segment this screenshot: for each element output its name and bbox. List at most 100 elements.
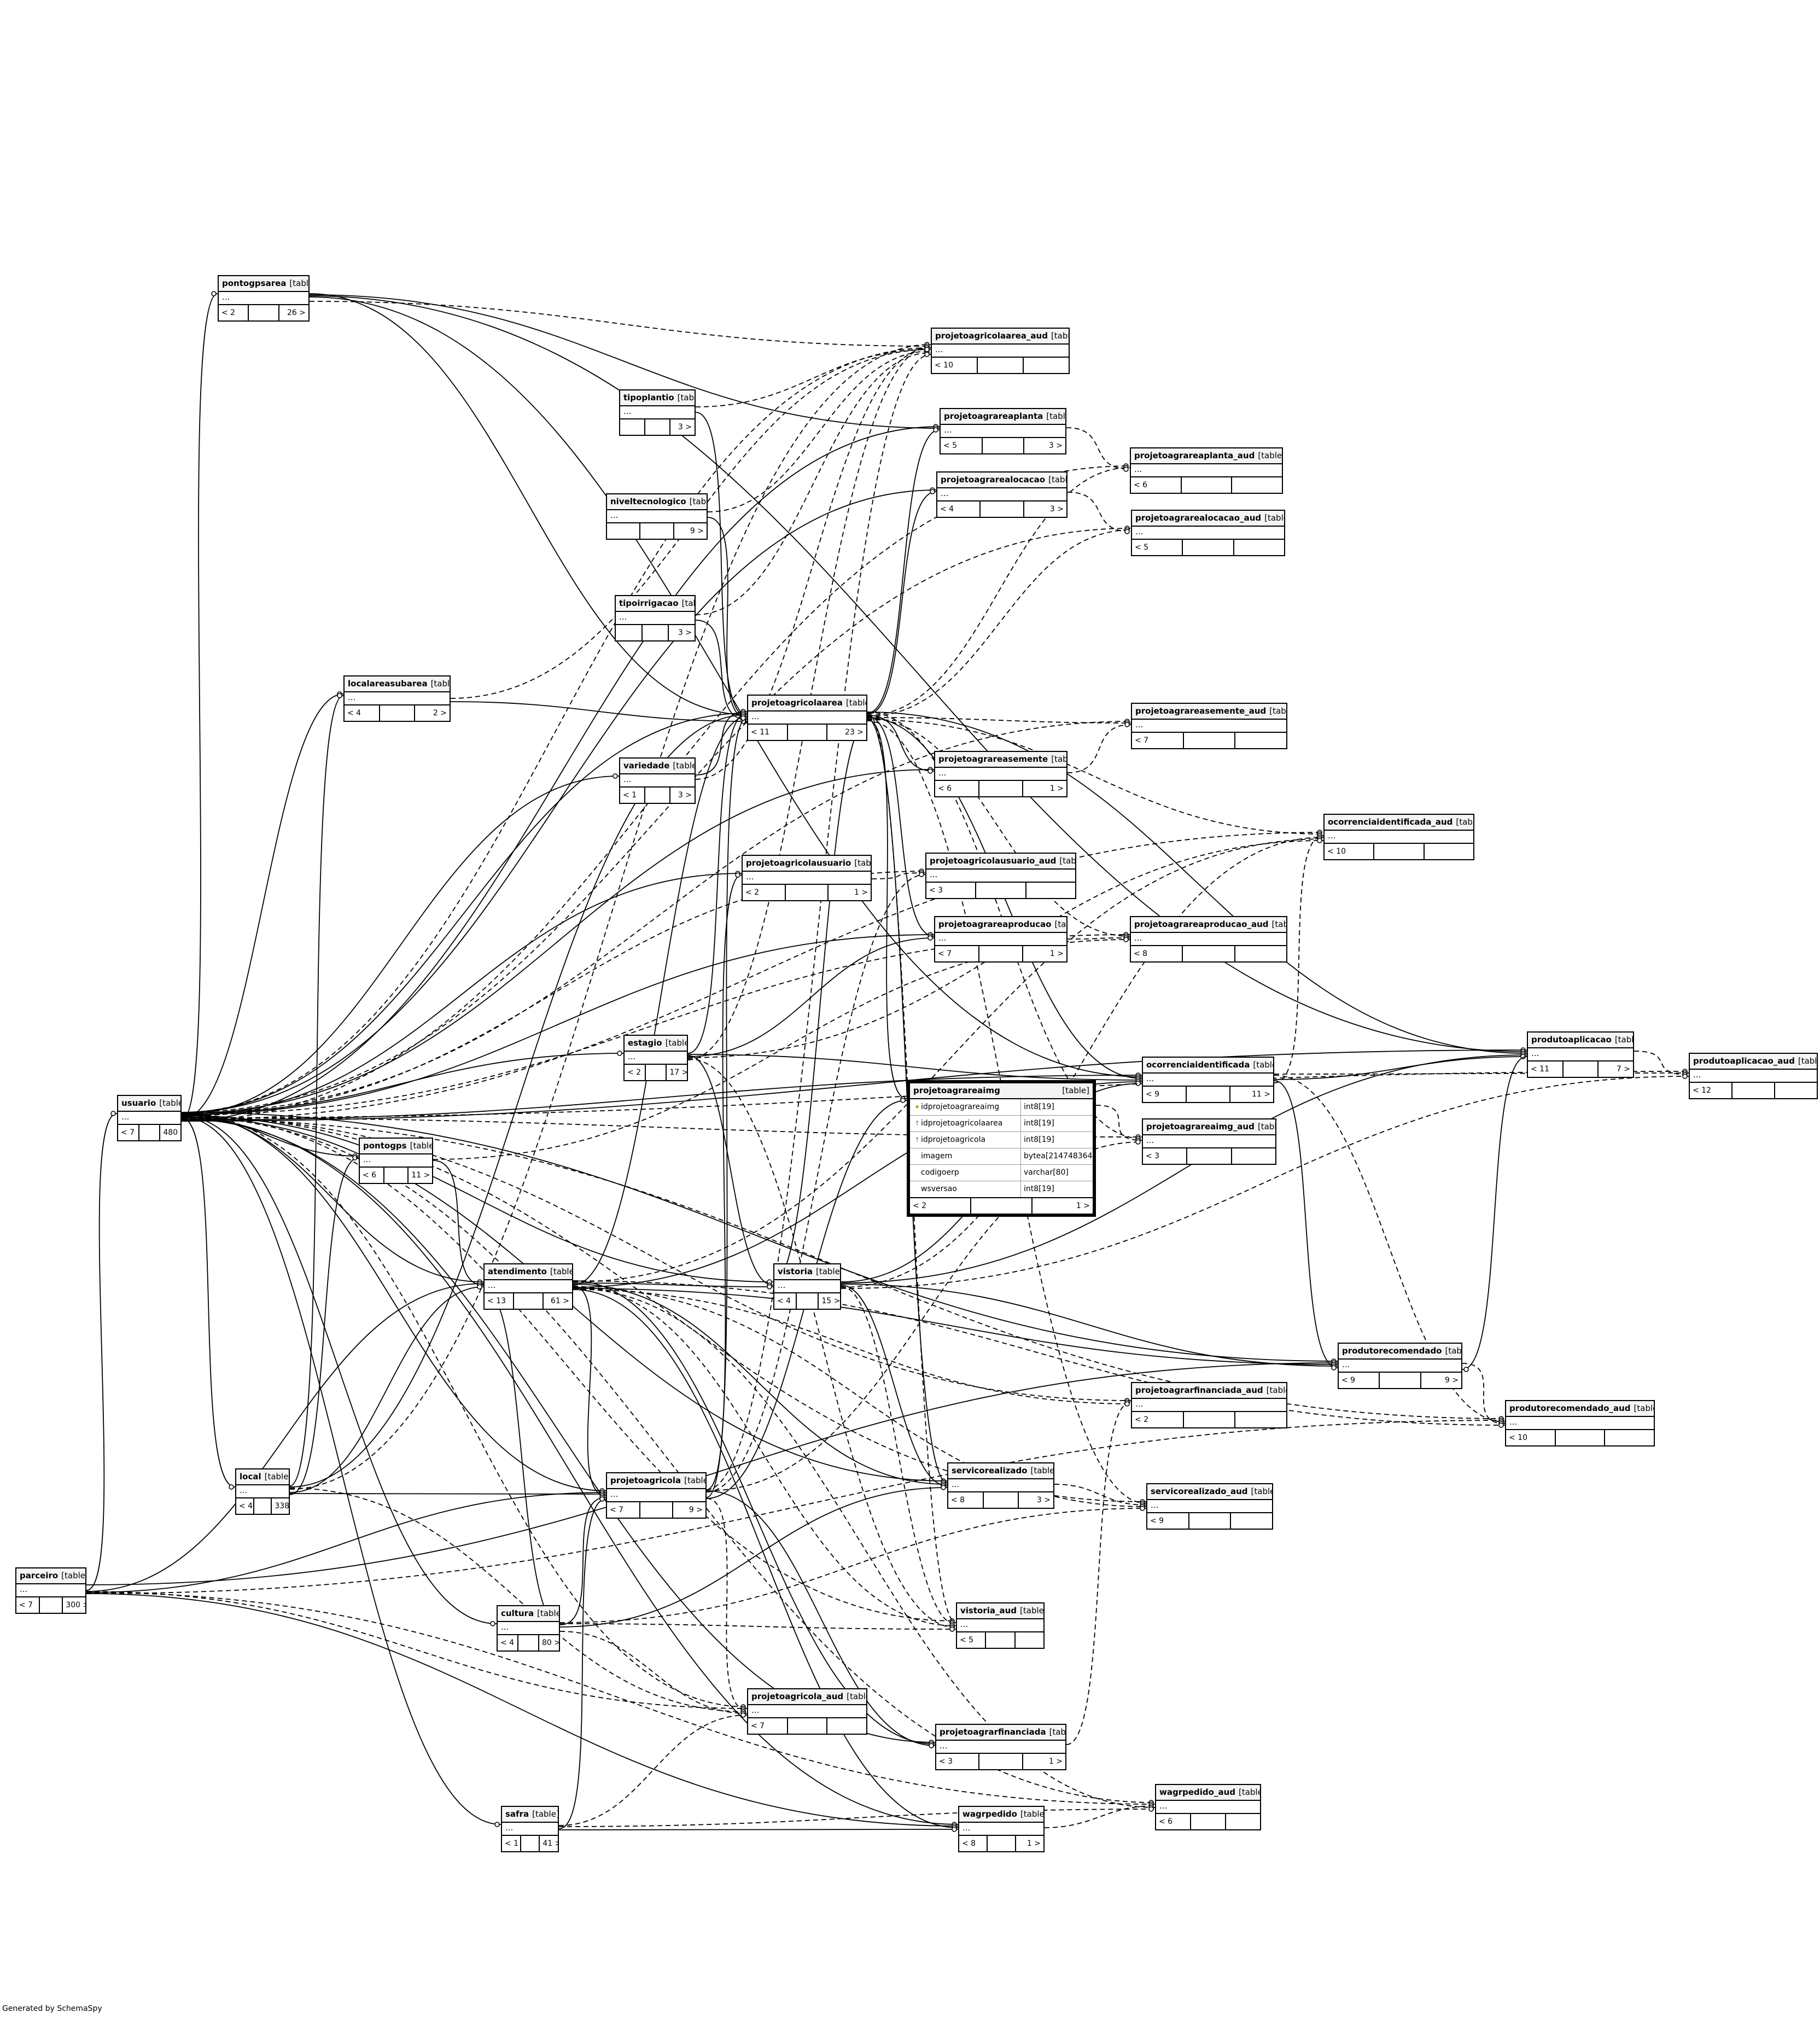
table-header[interactable]: produtoaplicacao_aud[table] [1690, 1054, 1817, 1070]
table-projetoagrareaimg_aud[interactable]: projetoagrareaimg_aud[table]...< 3 [1142, 1118, 1276, 1165]
table-cultura[interactable]: cultura[table]...< 480 > [497, 1605, 560, 1652]
table-header[interactable]: parceiro[table] [16, 1568, 85, 1584]
table-header[interactable]: projetoagrareasemente[table] [935, 752, 1066, 768]
table-header[interactable]: niveltecnologico[table] [607, 494, 707, 510]
table-variedade[interactable]: variedade[table]...< 13 > [619, 757, 696, 804]
table-projetoagrareasemente[interactable]: projetoagrareasemente[table]...< 61 > [934, 751, 1068, 797]
count-gap [1564, 1062, 1599, 1077]
table-projetoagrareaproducao[interactable]: projetoagrareaproducao[table]...< 71 > [934, 916, 1068, 963]
table-projetoagrareasemente_aud[interactable]: projetoagrareasemente_aud[table]...< 7 [1131, 703, 1287, 749]
table-projetoagrarealocacao[interactable]: projetoagrarealocacao[table]...< 43 > [936, 471, 1068, 518]
table-header[interactable]: tipoirrigacao[table] [616, 596, 695, 612]
table-projetoagrareaproducao_aud[interactable]: projetoagrareaproducao_aud[table]...< 8 [1130, 916, 1287, 963]
table-header[interactable]: vistoria_aud[table] [957, 1603, 1043, 1619]
table-header[interactable]: projetoagrareaplanta[table] [941, 409, 1065, 425]
table-wagrpedido_aud[interactable]: wagrpedido_aud[table]...< 6 [1155, 1784, 1261, 1830]
table-projetoagrarealocacao_aud[interactable]: projetoagrarealocacao_aud[table]...< 5 [1131, 510, 1285, 556]
table-vistoria_aud[interactable]: vistoria_aud[table]...< 5 [956, 1602, 1045, 1649]
table-tipoplantio[interactable]: tipoplantio[table]...3 > [619, 389, 696, 436]
table-projetoagrareaplanta_aud[interactable]: projetoagrareaplanta_aud[table]...< 6 [1130, 447, 1283, 494]
table-header[interactable]: pontogps[table] [360, 1139, 432, 1154]
table-projetoagricolausuario[interactable]: projetoagricolausuario[table]...< 21 > [742, 855, 872, 901]
table-header[interactable]: projetoagrareaimg[table] [910, 1083, 1093, 1099]
table-header[interactable]: usuario[table] [118, 1096, 180, 1112]
table-header[interactable]: tipoplantio[table] [620, 390, 695, 406]
table-projetoagricolausuario_aud[interactable]: projetoagricolausuario_aud[table]...< 3 [925, 853, 1076, 899]
table-vistoria[interactable]: vistoria[table]...< 415 > [773, 1263, 841, 1310]
table-projetoagricola_aud[interactable]: projetoagricola_aud[table]...< 7 [747, 1688, 867, 1735]
table-header[interactable]: servicorealizado_aud[table] [1147, 1484, 1272, 1500]
table-pontogps[interactable]: pontogps[table]...< 611 > [359, 1138, 433, 1184]
table-ocorrenciaidentificada_aud[interactable]: ocorrenciaidentificada_aud[table]...< 10 [1323, 814, 1474, 860]
table-projetoagricola[interactable]: projetoagricola[table]...< 79 > [606, 1472, 707, 1519]
table-header[interactable]: localareasubarea[table] [345, 676, 450, 692]
table-header[interactable]: servicorealizado[table] [948, 1463, 1053, 1479]
table-produtorecomendado_aud[interactable]: produtorecomendado_aud[table]...< 10 [1505, 1400, 1655, 1447]
table-header[interactable]: projetoagrareaproducao_aud[table] [1131, 917, 1286, 933]
table-header[interactable]: projetoagrarfinanciada_aud[table] [1132, 1383, 1286, 1399]
table-header[interactable]: variedade[table] [620, 759, 695, 774]
table-header[interactable]: projetoagrareaplanta_aud[table] [1131, 448, 1282, 464]
table-type: [table] [410, 1141, 432, 1151]
child-count: < 6 [1156, 1814, 1191, 1829]
table-header[interactable]: ocorrenciaidentificada_aud[table] [1325, 815, 1473, 831]
table-ocorrenciaidentificada[interactable]: ocorrenciaidentificada[table]...< 911 > [1142, 1057, 1274, 1103]
table-header[interactable]: wagrpedido_aud[table] [1156, 1785, 1260, 1801]
table-header[interactable]: projetoagricolausuario_aud[table] [926, 854, 1075, 870]
table-servicorealizado[interactable]: servicorealizado[table]...< 83 > [947, 1462, 1054, 1509]
table-projetoagrareaimg[interactable]: projetoagrareaimg[table]⚫idprojetoagrare… [907, 1080, 1096, 1217]
table-niveltecnologico[interactable]: niveltecnologico[table]...9 > [606, 493, 708, 540]
table-localareasubarea[interactable]: localareasubarea[table]...< 42 > [343, 675, 451, 722]
table-servicorealizado_aud[interactable]: servicorealizado_aud[table]...< 9 [1146, 1483, 1273, 1530]
table-safra[interactable]: safra[table]...< 141 > [501, 1806, 559, 1852]
table-produtoaplicacao_aud[interactable]: produtoaplicacao_aud[table]...< 12 [1689, 1053, 1818, 1099]
table-header[interactable]: projetoagrareasemente_aud[table] [1132, 704, 1286, 720]
table-header[interactable]: projetoagricolausuario[table] [743, 856, 871, 872]
table-pontogpsarea[interactable]: pontogpsarea[table]...< 226 > [218, 275, 310, 322]
table-projetoagrarfinanciada_aud[interactable]: projetoagrarfinanciada_aud[table]...< 2 [1131, 1382, 1287, 1428]
table-header[interactable]: vistoria[table] [774, 1264, 840, 1280]
table-header[interactable]: projetoagricolaarea_aud[table] [932, 329, 1069, 345]
table-produtorecomendado[interactable]: produtorecomendado[table]...< 99 > [1338, 1343, 1462, 1389]
table-header[interactable]: wagrpedido[table] [959, 1807, 1043, 1823]
table-header[interactable]: projetoagrarfinanciada[table] [936, 1725, 1065, 1741]
table-header[interactable]: projetoagricola_aud[table] [748, 1689, 866, 1705]
table-header[interactable]: projetoagrarealocacao_aud[table] [1132, 511, 1284, 527]
table-header[interactable]: produtorecomendado[table] [1339, 1344, 1461, 1360]
table-projetoagricolaarea_aud[interactable]: projetoagricolaarea_aud[table]...< 10 [931, 328, 1070, 374]
table-tipoirrigacao[interactable]: tipoirrigacao[table]...3 > [615, 595, 696, 641]
table-header[interactable]: ocorrenciaidentificada[table] [1143, 1058, 1273, 1074]
table-wagrpedido[interactable]: wagrpedido[table]...< 81 > [958, 1806, 1045, 1852]
table-header[interactable]: produtoaplicacao[table] [1528, 1033, 1633, 1048]
table-header[interactable]: projetoagricola[table] [607, 1473, 705, 1489]
table-header[interactable]: pontogpsarea[table] [219, 276, 308, 292]
table-header[interactable]: estagio[table] [625, 1036, 687, 1052]
table-header[interactable]: atendimento[table] [485, 1264, 572, 1280]
table-projetoagrarfinanciada[interactable]: projetoagrarfinanciada[table]...< 31 > [935, 1724, 1066, 1770]
table-header[interactable]: safra[table] [502, 1807, 558, 1823]
table-projetoagrareaplanta[interactable]: projetoagrareaplanta[table]...< 53 > [940, 408, 1066, 454]
table-header[interactable]: projetoagrareaimg_aud[table] [1143, 1119, 1275, 1135]
table-header[interactable]: projetoagricolaarea[table] [748, 696, 866, 711]
table-header[interactable]: produtorecomendado_aud[table] [1506, 1401, 1654, 1417]
table-header[interactable]: projetoagrareaproducao[table] [935, 917, 1066, 933]
table-header[interactable]: cultura[table] [498, 1606, 559, 1622]
columns-collapsed: ... [1131, 933, 1286, 946]
columns-collapsed: ... [345, 692, 450, 705]
table-header[interactable]: projetoagrarealocacao[table] [937, 473, 1066, 488]
table-produtoaplicacao[interactable]: produtoaplicacao[table]...< 117 > [1527, 1031, 1634, 1078]
table-estagio[interactable]: estagio[table]...< 217 > [623, 1035, 688, 1081]
table-header[interactable]: local[table] [236, 1469, 289, 1485]
